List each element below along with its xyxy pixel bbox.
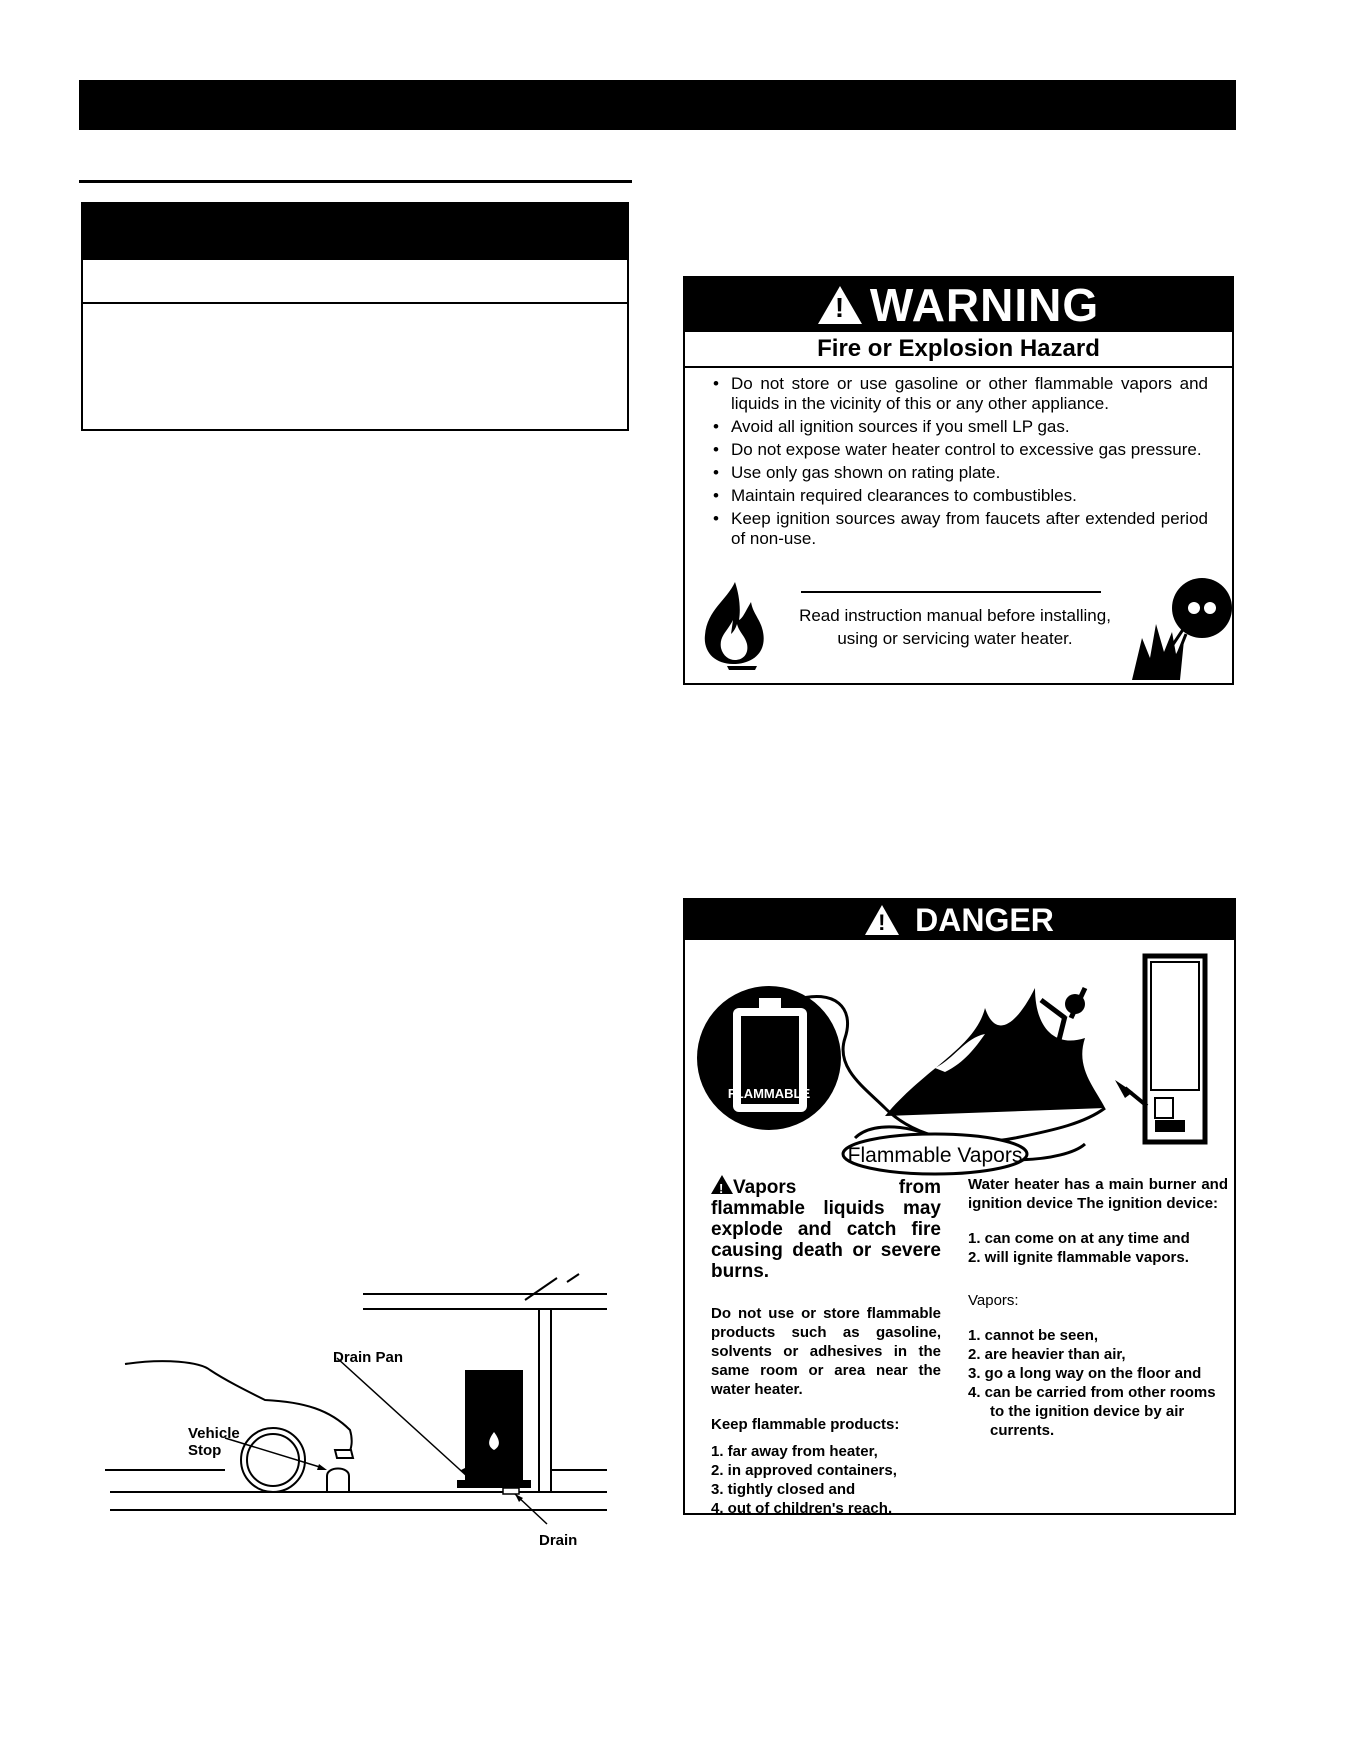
list-item: 2. will ignite flammable vapors. bbox=[968, 1249, 1189, 1266]
warning-note: Read instruction manual before installin… bbox=[799, 606, 1111, 648]
garage-diagram-svg bbox=[105, 1273, 607, 1525]
list-item: 3. tightly closed and bbox=[711, 1481, 856, 1498]
danger-ignition-list: 1. can come on at any time and 2. will i… bbox=[968, 1229, 1228, 1267]
flammable-vapors-label: Flammable Vapors bbox=[848, 1144, 1023, 1167]
danger-keep-list: 1. far away from heater, 2. in approved … bbox=[711, 1442, 941, 1518]
warning-triangle-icon bbox=[817, 286, 862, 324]
warning-title: WARNING bbox=[685, 278, 1232, 332]
warning-bullet: Use only gas shown on rating plate. bbox=[713, 463, 1208, 483]
flammable-vapors-illustration: FLAMMABLE Flammable Vapors bbox=[697, 953, 1208, 1176]
danger-title: DANGER bbox=[685, 900, 1234, 940]
list-item: 4. out of children's reach. bbox=[711, 1500, 893, 1517]
list-item: 1. far away from heater, bbox=[711, 1443, 878, 1460]
danger-label: DANGER FLAMMABLE Flammable Vapors Vapors… bbox=[683, 898, 1236, 1517]
list-item: 2. are heavier than air, bbox=[968, 1346, 1126, 1363]
danger-headline: Vapors from flammable liquids may explod… bbox=[711, 1175, 941, 1282]
top-header-bar bbox=[79, 80, 1236, 130]
notice-header bbox=[83, 204, 627, 260]
list-item: 4. can be carried from other rooms to th… bbox=[968, 1384, 1216, 1439]
list-item: 1. can come on at any time and bbox=[968, 1230, 1190, 1247]
danger-ignition-paragraph: Water heater has a main burner and ignit… bbox=[968, 1176, 1228, 1212]
warning-bullet: Maintain required clearances to combusti… bbox=[713, 486, 1208, 506]
drain-label: Drain bbox=[539, 1532, 578, 1549]
danger-storage-paragraph: Do not use or store flammable products s… bbox=[711, 1305, 941, 1398]
warning-bullet: Do not store or use gasoline or other fl… bbox=[713, 374, 1208, 414]
warning-label: WARNING Fire or Explosion Hazard Do not … bbox=[683, 276, 1234, 685]
danger-vapors-heading: Vapors: bbox=[968, 1292, 1019, 1309]
flammable-can-label: FLAMMABLE bbox=[728, 1086, 811, 1101]
warning-divider bbox=[801, 591, 1101, 593]
notice-box bbox=[81, 202, 629, 431]
danger-vapors-list: 1. cannot be seen, 2. are heavier than a… bbox=[968, 1326, 1228, 1440]
danger-left-column: Vapors from flammable liquids may explod… bbox=[711, 1175, 941, 1532]
vehicle-stop-label: Vehicle Stop bbox=[188, 1425, 240, 1459]
explosion-icon bbox=[1132, 578, 1232, 680]
warning-bullet: Do not expose water heater control to ex… bbox=[713, 440, 1208, 460]
danger-right-column: Water heater has a main burner and ignit… bbox=[968, 1175, 1228, 1454]
section-rule bbox=[79, 180, 632, 183]
warning-bullets: Do not store or use gasoline or other fl… bbox=[685, 374, 1232, 549]
list-item: 3. go a long way on the floor and bbox=[968, 1365, 1202, 1382]
danger-triangle-icon bbox=[865, 905, 900, 936]
list-item: 1. cannot be seen, bbox=[968, 1327, 1099, 1344]
warning-subtitle: Fire or Explosion Hazard bbox=[685, 332, 1232, 368]
danger-title-text: DANGER bbox=[915, 901, 1054, 938]
garage-installation-diagram: Drain Pan Vehicle Stop Drain bbox=[105, 1270, 610, 1560]
warning-bullet: Avoid all ignition sources if you smell … bbox=[713, 417, 1208, 437]
danger-keep-heading: Keep flammable products: bbox=[711, 1416, 900, 1433]
drain-pan-label: Drain Pan bbox=[333, 1349, 404, 1366]
danger-small-triangle-icon bbox=[711, 1175, 733, 1199]
fire-icon bbox=[704, 582, 764, 670]
warning-title-text: WARNING bbox=[869, 279, 1100, 331]
list-item: 2. in approved containers, bbox=[711, 1462, 897, 1479]
warning-bullet: Keep ignition sources away from faucets … bbox=[713, 509, 1208, 549]
notice-subheader bbox=[83, 260, 627, 304]
